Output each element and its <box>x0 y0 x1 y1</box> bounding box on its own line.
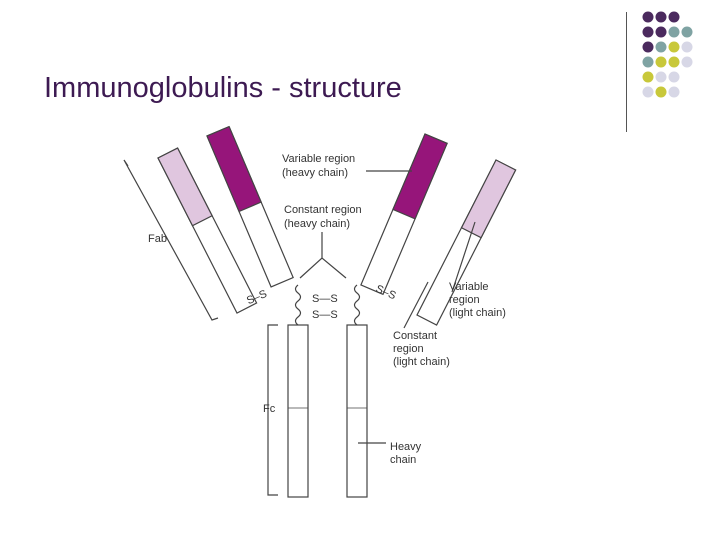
decorative-dot-grid <box>642 11 693 98</box>
hinge-left <box>294 284 302 326</box>
label-constant-light-3: (light chain) <box>393 356 450 368</box>
decorative-dot <box>668 86 680 98</box>
label-constant-heavy-2: (heavy chain) <box>284 218 350 230</box>
constant-heavy-pointer <box>299 257 347 279</box>
label-variable-heavy-1: Variable region <box>282 153 355 165</box>
decorative-dot <box>655 26 667 38</box>
decorative-dot <box>681 26 693 38</box>
decorative-dot <box>681 41 693 53</box>
label-heavy-2: chain <box>390 454 416 466</box>
label-constant-heavy-1: Constant region <box>284 204 362 216</box>
label-variable-heavy-2: (heavy chain) <box>282 167 348 179</box>
right-light-chain <box>416 159 517 326</box>
fc-heavy-chain-left <box>287 324 309 498</box>
decorative-dot <box>642 41 654 53</box>
label-variable-light-3: (light chain) <box>449 307 506 319</box>
label-constant-light-1: Constant <box>393 330 437 342</box>
slide-title: Immunoglobulins - structure <box>44 72 402 104</box>
label-fab: Fab <box>148 233 167 245</box>
fc-heavy-chain-right <box>346 324 368 498</box>
decorative-dot <box>655 71 667 83</box>
disulfide-middle-top: S—S <box>312 293 338 305</box>
decorative-dot <box>642 56 654 68</box>
leader-variable-light <box>451 221 476 293</box>
leader-constant-light <box>403 281 429 329</box>
fab-bracket <box>123 159 219 321</box>
decorative-dot <box>655 86 667 98</box>
label-heavy-1: Heavy <box>390 441 422 453</box>
decorative-dot <box>655 11 667 23</box>
decorative-dot <box>668 26 680 38</box>
decorative-dot <box>642 71 654 83</box>
decorative-dot <box>681 56 693 68</box>
decorative-dot <box>668 41 680 53</box>
title-divider-line <box>626 12 627 132</box>
disulfide-right: S–S <box>374 283 398 302</box>
decorative-dot <box>642 86 654 98</box>
decorative-dot <box>655 56 667 68</box>
label-constant-light-2: region <box>393 343 424 355</box>
decorative-dot <box>668 56 680 68</box>
label-fc: Fc <box>263 403 276 415</box>
fc-bracket <box>267 324 278 496</box>
hinge-right <box>353 284 361 326</box>
left-heavy-chain <box>206 125 294 288</box>
disulfide-middle-bottom: S—S <box>312 309 338 321</box>
decorative-dot <box>668 71 680 83</box>
decorative-dot <box>655 41 667 53</box>
left-light-chain <box>157 147 258 314</box>
label-variable-light-2: region <box>449 294 480 306</box>
right-heavy-chain <box>360 133 448 296</box>
label-variable-light-1: Variable <box>449 281 489 293</box>
decorative-dot <box>642 11 654 23</box>
decorative-dot <box>668 11 680 23</box>
decorative-dot <box>642 26 654 38</box>
